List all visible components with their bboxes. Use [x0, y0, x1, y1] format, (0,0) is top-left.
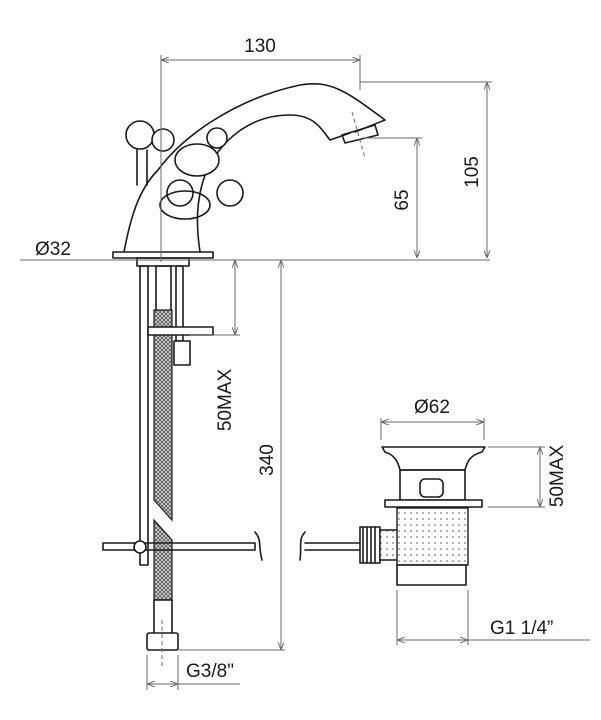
drain-diameter-label: Ø62: [414, 397, 450, 418]
flexible-hose: [153, 309, 173, 522]
drain-thread-label: G1 1/4”: [490, 618, 553, 639]
hose-thread-label: G3/8": [186, 661, 234, 682]
drain-thickness-label: 50MAX: [547, 445, 568, 508]
pop-up-drain: [299, 446, 486, 586]
base-diameter-label: Ø32: [35, 239, 71, 260]
hose-length-label: 340: [257, 444, 278, 476]
faucet-underside: [102, 257, 263, 668]
faucet-body: [112, 83, 386, 259]
deck-thickness-label: 50MAX: [215, 369, 236, 432]
spout-reach-label: 130: [244, 36, 276, 57]
dimension-lines: [20, 55, 590, 690]
spout-height-label: 65: [392, 189, 413, 210]
total-height-label: 105: [462, 156, 483, 188]
